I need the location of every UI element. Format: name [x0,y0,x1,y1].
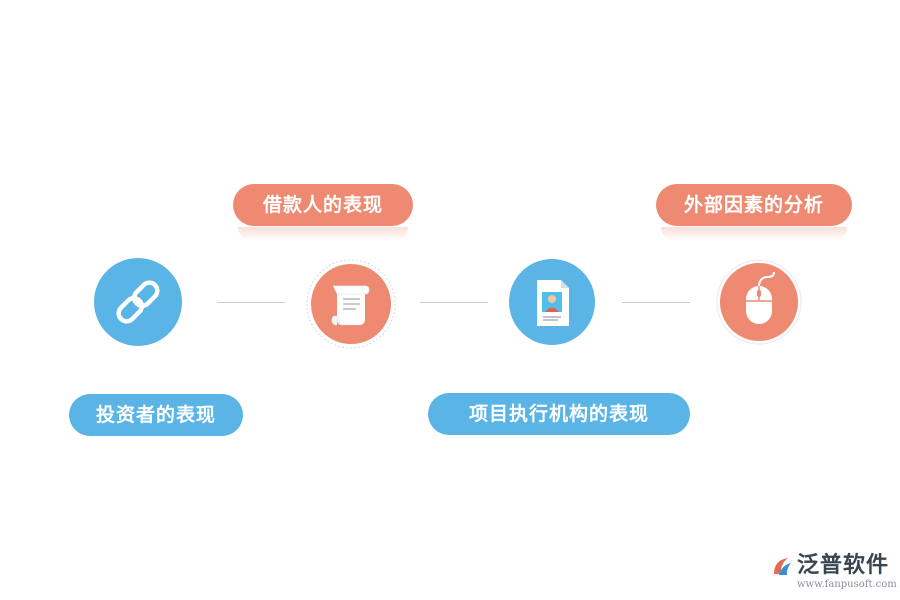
mouse-icon [716,259,802,345]
scroll-icon [306,259,396,349]
node-investor [94,258,182,346]
node-borrower [306,259,396,349]
label-external-factors: 外部因素的分析 [656,184,852,226]
label-project-agency: 项目执行机构的表现 [428,393,690,435]
label-borrower: 借款人的表现 [233,184,413,226]
brand-logo: 泛普软件 www.fanpusoft.com [770,552,897,596]
label-investor: 投资者的表现 [69,394,243,436]
logo-url: www.fanpusoft.com [797,579,897,590]
node-agency [508,258,596,346]
link-icon [94,258,182,346]
id-document-icon [509,259,595,345]
connector-2 [420,302,488,303]
label-borrower-reflection [238,227,408,241]
connector-3 [622,302,690,303]
node-external-factors [716,259,802,345]
label-external-factors-reflection [661,227,847,241]
connector-1 [217,302,285,303]
fanpu-logo-icon [774,558,791,575]
logo-name: 泛普软件 [797,553,890,578]
